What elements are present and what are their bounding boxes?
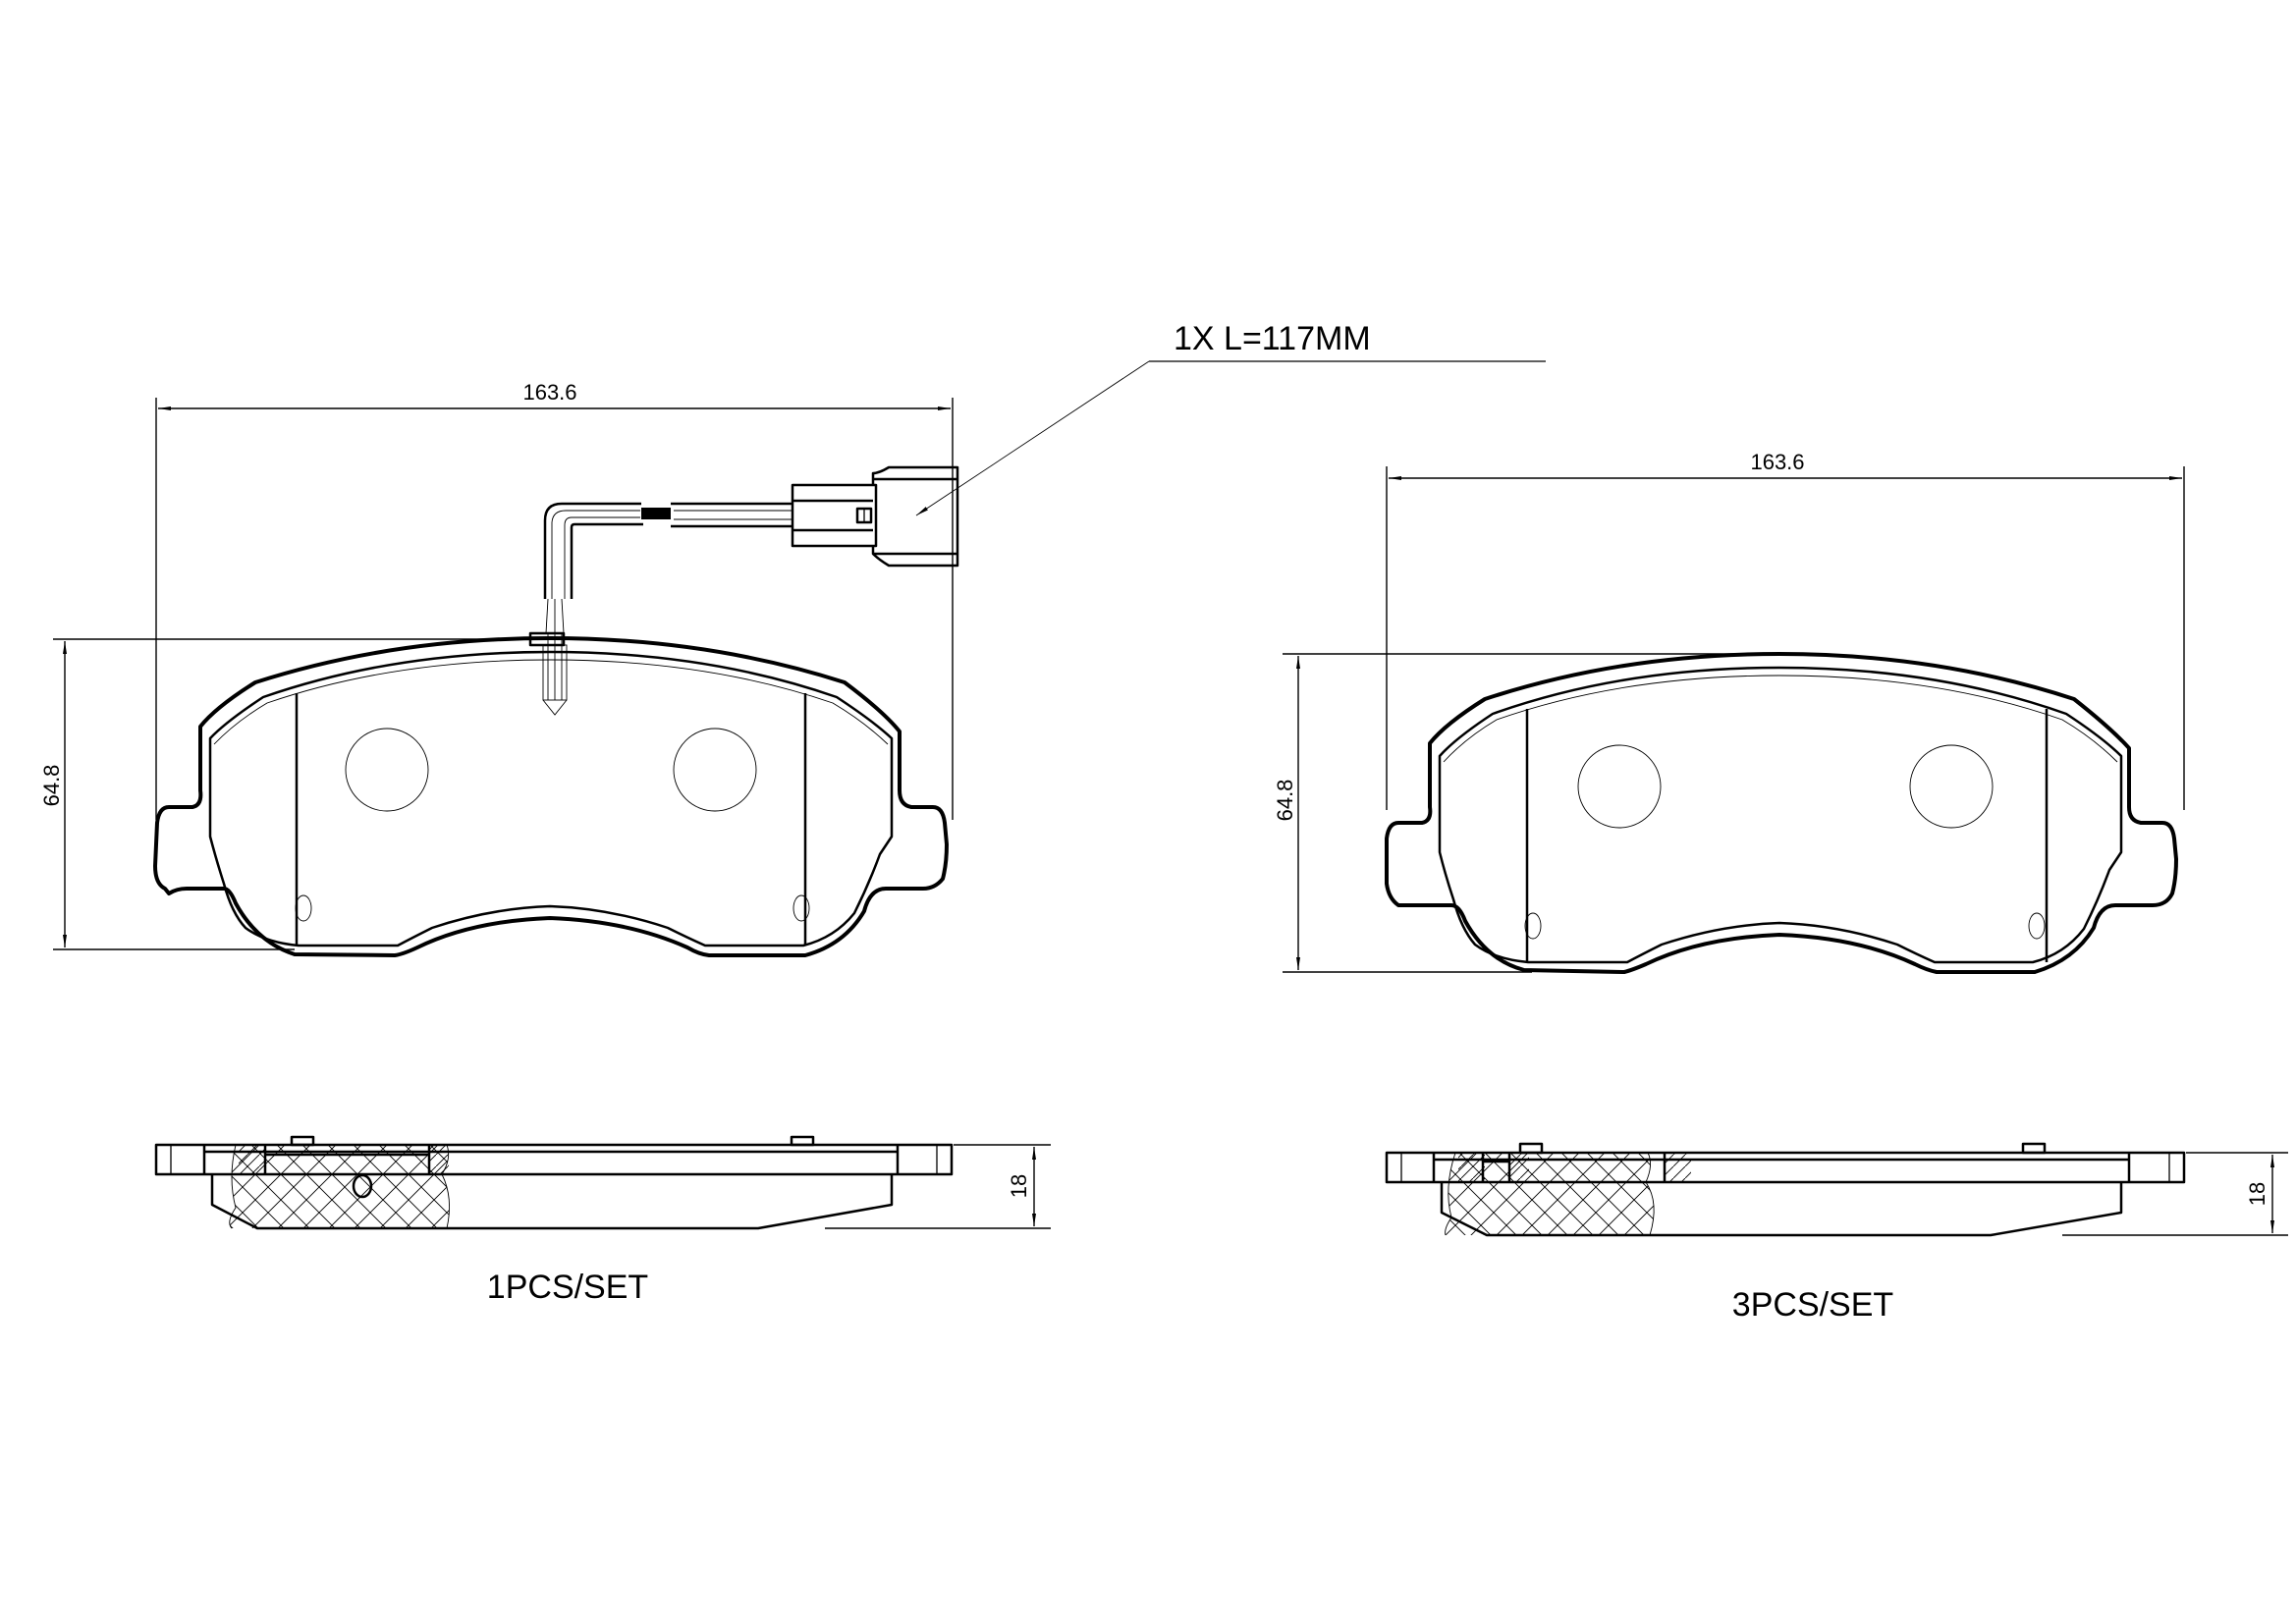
left-small-hole-2 [793, 894, 810, 922]
right-small-hole-1 [1524, 912, 1542, 940]
left-small-hole-1 [295, 894, 312, 922]
right-thickness-value: 18 [2245, 1182, 2269, 1206]
right-set-label: 3PCS/SET [1732, 1286, 1893, 1324]
right-pad-front-view: 163.6 64.8 [1273, 450, 2185, 974]
left-backing-plate-outline [153, 636, 949, 957]
sensor-length-callout: 1X L=117MM [1174, 320, 1371, 357]
sensor-connector [791, 465, 959, 568]
left-thickness-dimension: 18 [825, 1144, 1051, 1229]
left-piston-mark-2 [673, 728, 757, 812]
left-friction-outline [208, 650, 894, 947]
right-width-value: 163.6 [1750, 450, 1804, 474]
right-width-dimension: 163.6 [1386, 450, 2185, 810]
right-piston-mark-2 [1909, 744, 1994, 829]
left-set-label: 1PCS/SET [487, 1269, 648, 1306]
left-thickness-value: 18 [1007, 1174, 1031, 1198]
left-pad-side-view: 18 1PCS/SET [154, 1135, 1051, 1306]
right-height-dimension: 64.8 [1273, 653, 1787, 973]
right-small-hole-2 [2028, 912, 2046, 940]
right-thickness-dimension: 18 [2062, 1152, 2288, 1236]
left-side-sensor-hole [352, 1173, 373, 1199]
left-height-value: 64.8 [39, 765, 64, 807]
right-friction-outline [1438, 666, 2123, 964]
right-height-value: 64.8 [1273, 780, 1297, 822]
right-piston-mark-1 [1577, 744, 1662, 829]
left-width-dimension: 163.6 [155, 380, 954, 820]
right-pad-side-view: 18 3PCS/SET [1385, 1142, 2288, 1324]
right-backing-plate-outline [1385, 652, 2178, 974]
left-piston-mark-1 [345, 728, 429, 812]
left-width-value: 163.6 [522, 380, 576, 405]
wear-sensor: 1X L=117MM [528, 320, 1546, 716]
left-pad-front-view: 163.6 64.8 [39, 380, 954, 957]
